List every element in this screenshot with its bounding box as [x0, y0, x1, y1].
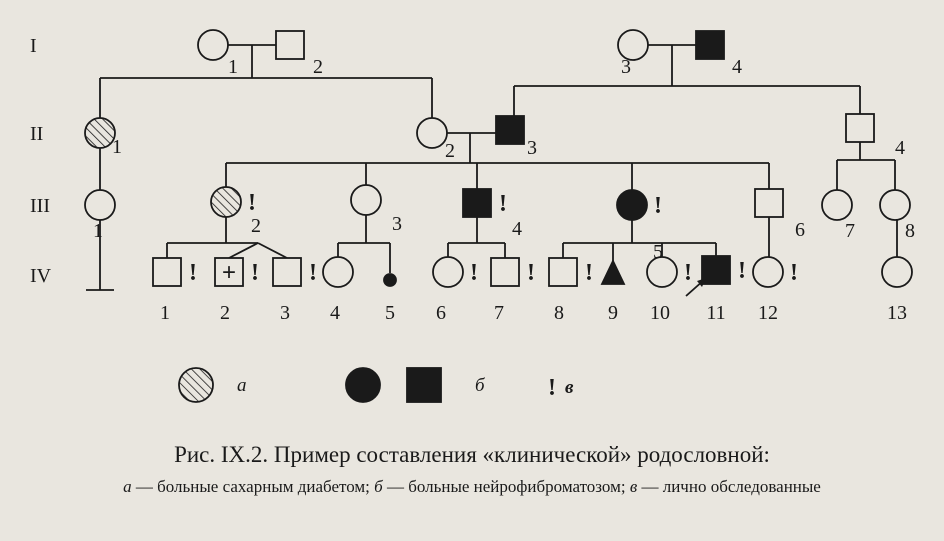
examined-mark: ! [585, 260, 593, 286]
examined-mark: ! [189, 260, 197, 286]
individual-number: 2 [445, 140, 455, 162]
individual-number: 1 [93, 220, 103, 242]
individual-iii-3 [350, 184, 382, 216]
individual-iv-4 [322, 256, 354, 288]
generation-label: I [30, 35, 37, 57]
individual-number: 4 [895, 137, 905, 159]
individual-iii-1 [84, 189, 116, 221]
caption-key-v: в [629, 477, 638, 496]
caption-text-a: — больные сахарным диабетом; [131, 477, 375, 496]
individual-iv-7 [490, 257, 520, 287]
individual-number: 2 [220, 302, 230, 324]
individual-iv-13 [881, 256, 913, 288]
individual-iv-9 [600, 258, 626, 285]
examined-mark: ! [470, 260, 478, 286]
individual-iii-8 [879, 189, 911, 221]
individual-number: 8 [905, 220, 915, 242]
individual-number: 13 [887, 302, 907, 324]
examined-mark: ! [684, 260, 692, 286]
individual-iv-3 [272, 257, 302, 287]
examined-mark: ! [527, 260, 535, 286]
individual-number: 8 [554, 302, 564, 324]
individual-number: 9 [608, 302, 618, 324]
proband-arrow-icon [697, 278, 706, 287]
individual-iii-6 [754, 188, 784, 218]
figure-caption-title: Рис. IX.2. Пример составления «клиническ… [174, 442, 770, 467]
legend-diabetes-symbol [178, 367, 214, 403]
examined-mark: ! [309, 260, 317, 286]
caption-text-v: — лично обследованные [637, 477, 821, 496]
individual-iii-7 [821, 189, 853, 221]
legend-examined-mark: ! [548, 375, 556, 401]
caption-key-b: б [374, 477, 383, 496]
individual-number: 7 [494, 302, 504, 324]
examined-mark: ! [248, 190, 256, 216]
individual-number: 4 [512, 218, 522, 240]
individual-number: 6 [436, 302, 446, 324]
legend-label-v: в [565, 377, 574, 398]
individual-i-2 [275, 30, 305, 60]
individual-iv-8 [548, 257, 578, 287]
individual-number: 12 [758, 302, 778, 324]
individual-iii-2 [210, 186, 242, 218]
individual-number: 4 [732, 56, 742, 78]
individual-i-3 [617, 29, 649, 61]
individual-number: 2 [251, 215, 261, 237]
individual-iv-2 [214, 257, 244, 287]
individual-iii-4 [462, 188, 492, 218]
individual-number: 1 [160, 302, 170, 324]
individual-iv-12 [752, 256, 784, 288]
individual-iii-5 [616, 189, 648, 221]
legend-neuro-female-symbol [345, 367, 381, 403]
legend-neuro-male-symbol [406, 367, 442, 403]
legend-label-a: а [237, 375, 247, 396]
individual-ii-3 [495, 115, 525, 145]
generation-label: III [30, 195, 50, 217]
individual-number: 5 [385, 302, 395, 324]
figure-caption-legend: а — больные сахарным диабетом; б — больн… [0, 476, 944, 498]
examined-mark: ! [251, 260, 259, 286]
individual-number: 11 [706, 302, 725, 324]
caption-key-a: а [123, 477, 132, 496]
individual-number: 3 [280, 302, 290, 324]
individual-number: 4 [330, 302, 340, 324]
examined-mark: ! [790, 260, 798, 286]
individual-number: 2 [313, 56, 323, 78]
individual-i-4 [695, 30, 725, 60]
individual-iv-10 [646, 256, 678, 288]
legend-label-b: б [475, 375, 486, 396]
individual-number: 5 [653, 241, 663, 263]
examined-mark: ! [654, 193, 662, 219]
individual-number: 10 [650, 302, 670, 324]
examined-mark: ! [738, 258, 746, 284]
individual-number: 7 [845, 220, 855, 242]
individual-ii-2 [416, 117, 448, 149]
individual-ii-4 [845, 113, 875, 143]
generation-label: II [30, 123, 43, 145]
examined-mark: ! [499, 191, 507, 217]
individual-number: 3 [392, 213, 402, 235]
individual-iv-5 [383, 273, 397, 287]
individual-i-1 [197, 29, 229, 61]
caption-text-b: — больные нейрофиброматозом; [382, 477, 630, 496]
individual-ii-1 [84, 117, 116, 149]
deceased-mark: + [222, 259, 236, 286]
individual-number: 3 [621, 56, 631, 78]
individual-iv-11 [701, 255, 731, 285]
individual-number: 1 [228, 56, 238, 78]
individual-number: 1 [112, 136, 122, 158]
generation-label: IV [30, 265, 52, 287]
individual-number: 6 [795, 219, 805, 241]
individual-iv-1 [152, 257, 182, 287]
individual-iv-6 [432, 256, 464, 288]
individual-number: 3 [527, 137, 537, 159]
